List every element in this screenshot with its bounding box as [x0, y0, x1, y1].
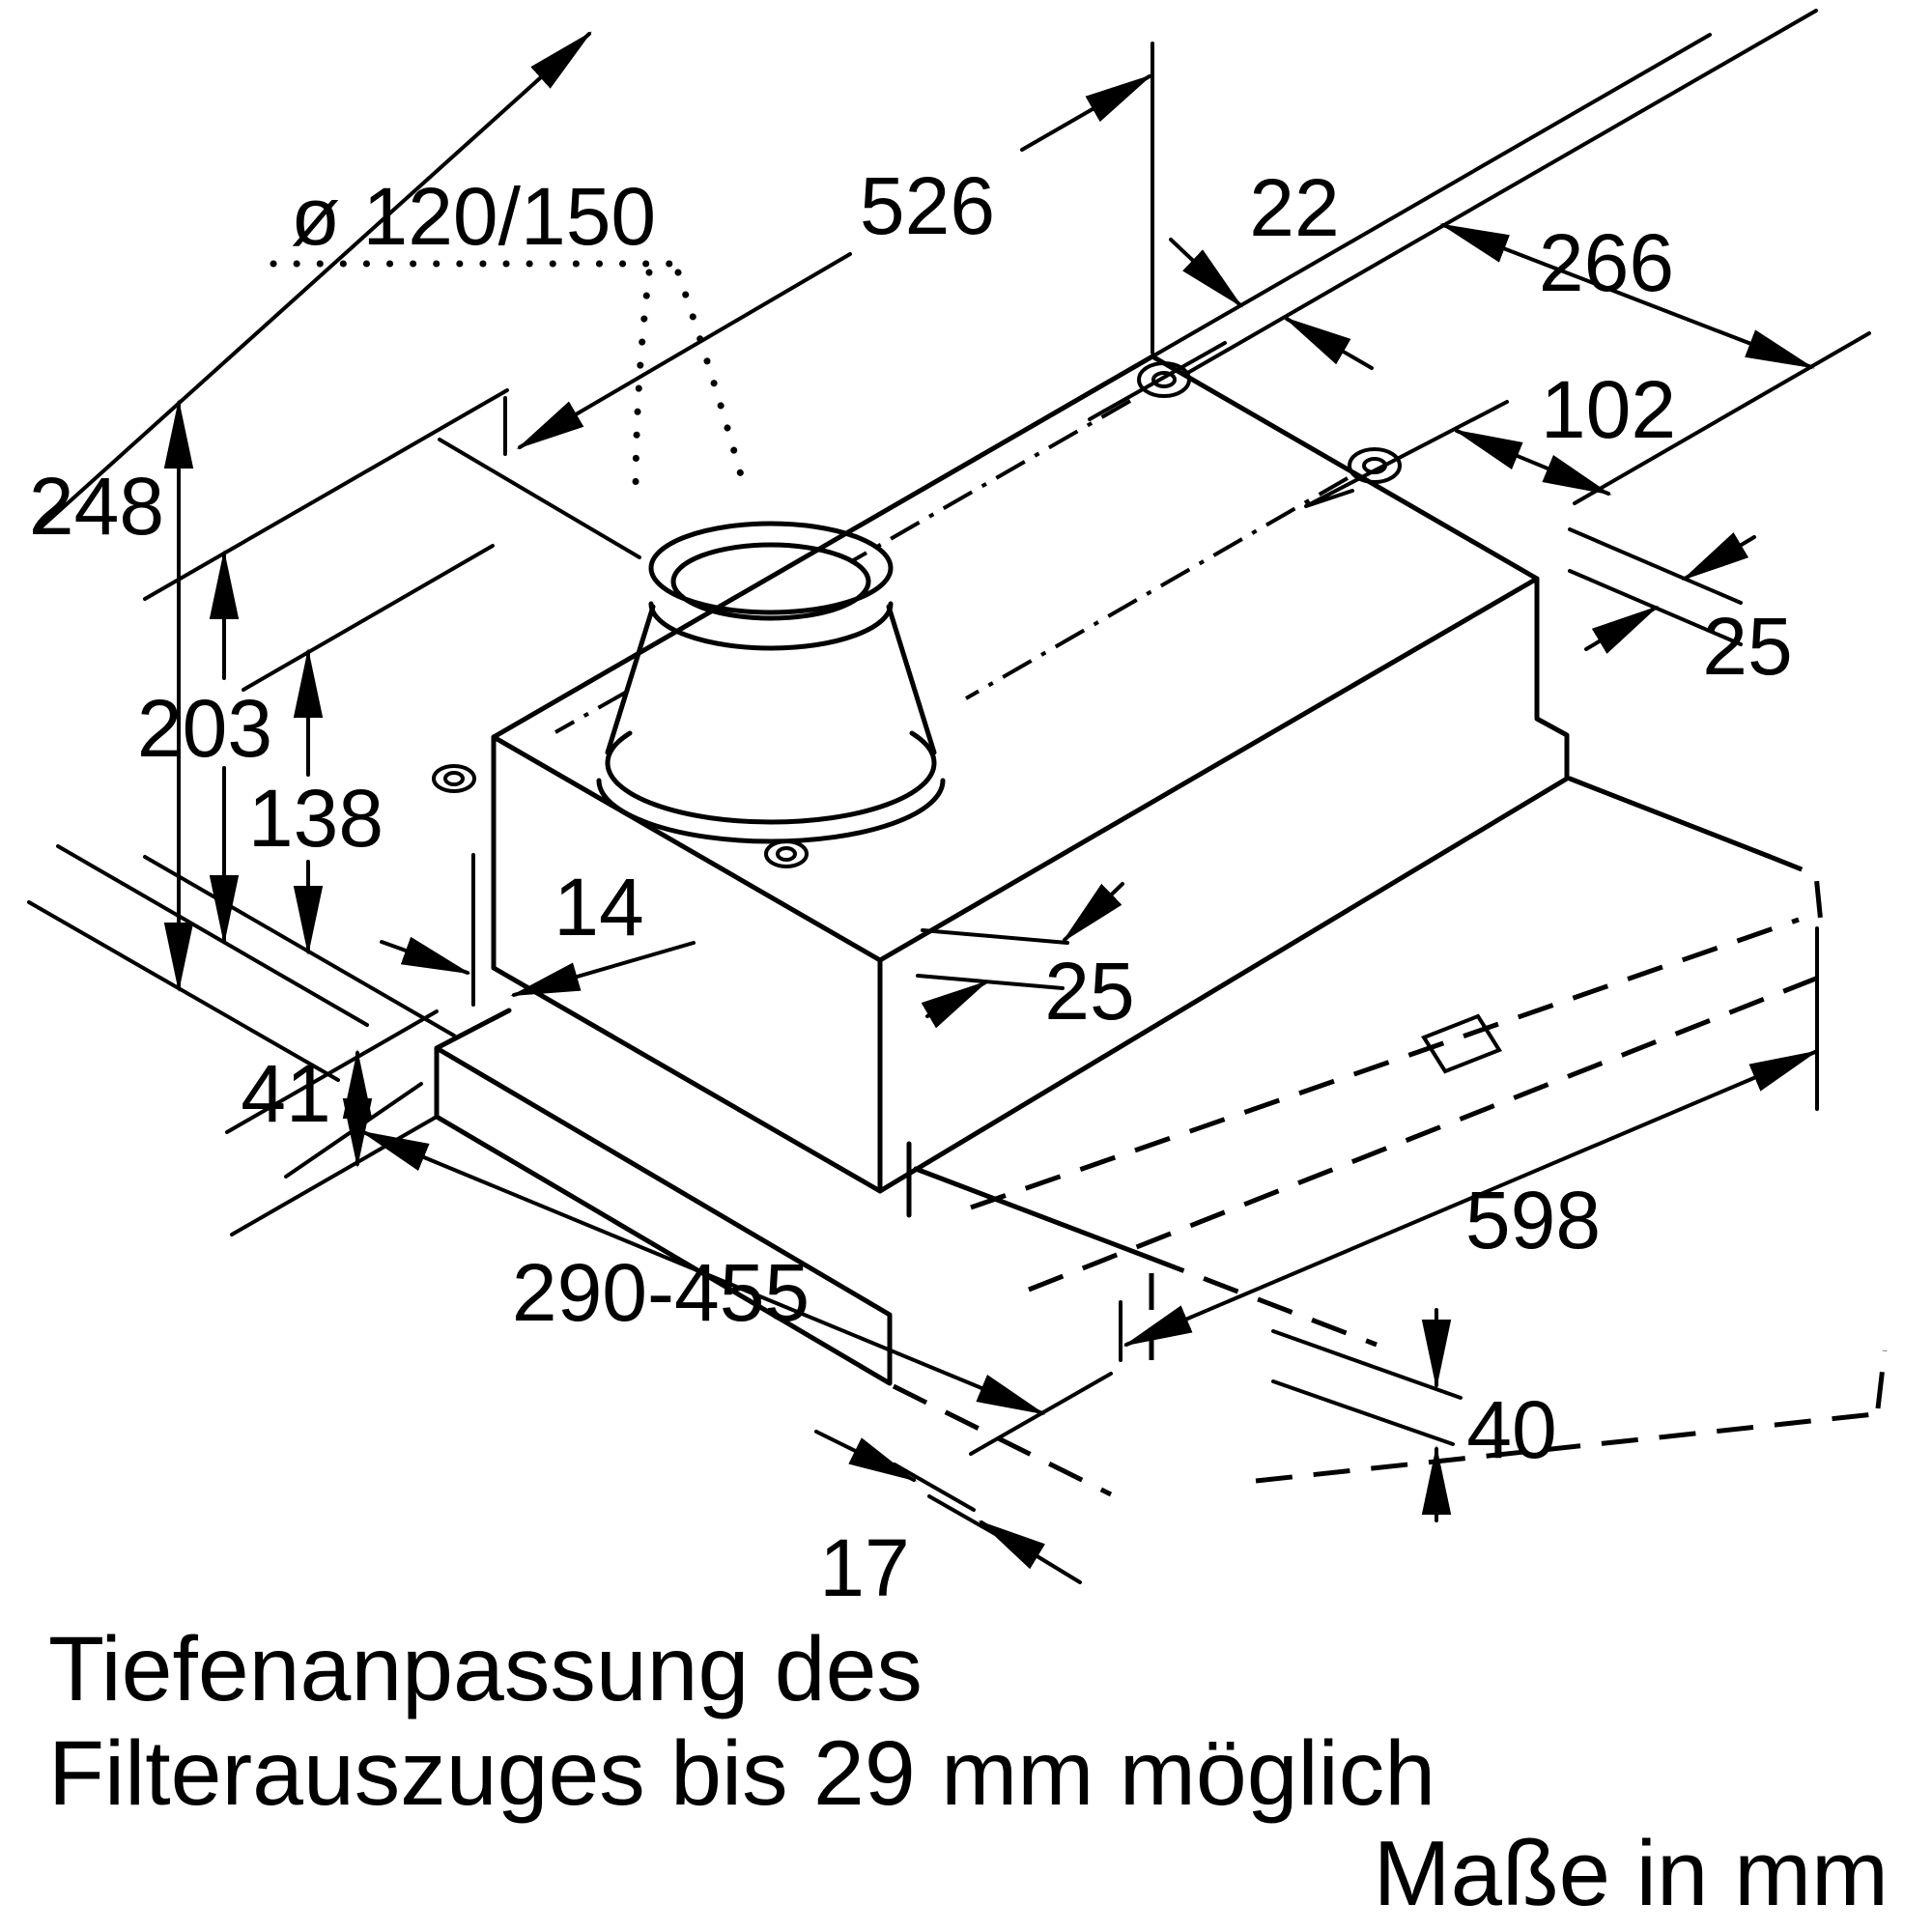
label-drawer-lip: 17 [819, 1522, 909, 1613]
hood-body [491, 354, 1570, 1194]
dim-25-mid: 25 [921, 882, 1135, 1037]
label-depth-range: 290-455 [512, 1247, 810, 1338]
label-base-height: 41 [241, 1048, 330, 1139]
label-drawer-height: 40 [1466, 1384, 1556, 1475]
note-line1: Tiefenanpassung des [48, 1618, 923, 1720]
label-drawer-width: 598 [1465, 1175, 1601, 1265]
label-height-body: 203 [137, 683, 272, 774]
mounting-tab-left [432, 764, 476, 793]
dim-41: 41 [241, 1048, 373, 1168]
dim-17: 17 [814, 1430, 1082, 1613]
top-face-centerlines [554, 399, 1349, 734]
label-right-gap: 25 [1702, 601, 1792, 692]
label-height-inner: 138 [248, 773, 384, 864]
label-hole-span: 266 [1539, 217, 1674, 308]
label-front-lip: 14 [554, 862, 643, 952]
label-back-offset: 22 [1249, 162, 1339, 253]
dim-duct-diameter: ø 120/150 [270, 171, 750, 498]
screw-hole-back [1088, 341, 1227, 421]
dim-138: 138 [248, 648, 384, 955]
dim-290-455: 290-455 [359, 1130, 1046, 1415]
dim-598: 598 [1122, 1050, 1819, 1347]
dim-102: 102 [1453, 364, 1676, 496]
dim-40: 40 [1421, 1308, 1557, 1522]
air-outlet-funnel [432, 521, 946, 868]
mounting-tab-right [764, 839, 809, 868]
dim-526: 526 [516, 74, 1153, 450]
dim-25-right: 25 [1584, 532, 1793, 692]
screw-hole-right [1348, 447, 1402, 484]
dim-22: 22 [1169, 162, 1374, 370]
label-mid-gap: 25 [1044, 946, 1134, 1037]
dim-203: 203 [137, 550, 272, 945]
label-duct-diameter: ø 120/150 [291, 171, 656, 262]
dim-248: 248 [29, 399, 194, 992]
label-hole-offset: 102 [1541, 364, 1676, 455]
label-niche-width: 526 [860, 160, 995, 251]
note-line2: Filterauszuges bis 29 mm möglich [48, 1722, 1435, 1825]
reference-lines [27, 9, 1871, 1545]
units-note: Maße in mm [1374, 1822, 1889, 1925]
dim-14: 14 [380, 862, 696, 997]
dim-266: 266 [1439, 217, 1815, 369]
label-height-total: 248 [29, 461, 164, 552]
